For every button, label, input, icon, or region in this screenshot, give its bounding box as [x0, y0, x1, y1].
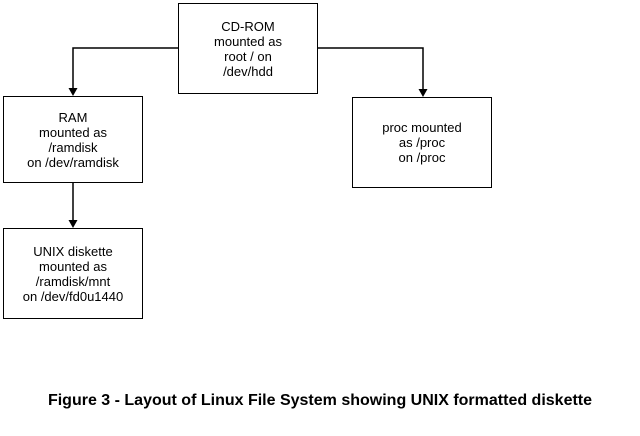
- node-cdrom: CD-ROM mounted as root / on /dev/hdd: [178, 3, 318, 94]
- edge-cdrom-to-proc: [318, 47, 428, 97]
- node-ram-line: mounted as: [39, 124, 107, 140]
- arrowhead-down-icon: [68, 88, 78, 96]
- node-cdrom-line: CD-ROM: [221, 18, 275, 34]
- node-proc: proc mounted as /proc on /proc: [352, 97, 492, 188]
- node-ram-line: on /dev/ramdisk: [27, 154, 119, 170]
- node-cdrom-line: mounted as: [214, 33, 282, 49]
- node-ram-line: RAM: [58, 109, 88, 125]
- node-unix-diskette-line: on /dev/fd0u1440: [22, 288, 124, 304]
- edge-ram-to-unix-diskette: [68, 183, 78, 228]
- arrowhead-down-icon: [68, 220, 78, 228]
- node-cdrom-line: root / on: [224, 48, 272, 64]
- node-ram: RAM mounted as /ramdisk on /dev/ramdisk: [3, 96, 143, 183]
- node-proc-line: on /proc: [398, 150, 446, 165]
- node-proc-line: proc mounted: [382, 120, 462, 135]
- edge-cdrom-to-ram: [68, 47, 178, 96]
- node-unix-diskette: UNIX diskette mounted as /ramdisk/mnt on…: [3, 228, 143, 319]
- arrowhead-down-icon: [418, 89, 428, 97]
- node-unix-diskette-line: UNIX diskette: [33, 243, 113, 259]
- figure-caption: Figure 3 - Layout of Linux File System s…: [47, 392, 593, 409]
- node-ram-line: /ramdisk: [48, 139, 98, 155]
- node-cdrom-line: /dev/hdd: [223, 63, 273, 79]
- node-unix-diskette-line: /ramdisk/mnt: [35, 273, 111, 289]
- node-proc-line: as /proc: [398, 135, 446, 150]
- node-unix-diskette-line: mounted as: [39, 258, 107, 274]
